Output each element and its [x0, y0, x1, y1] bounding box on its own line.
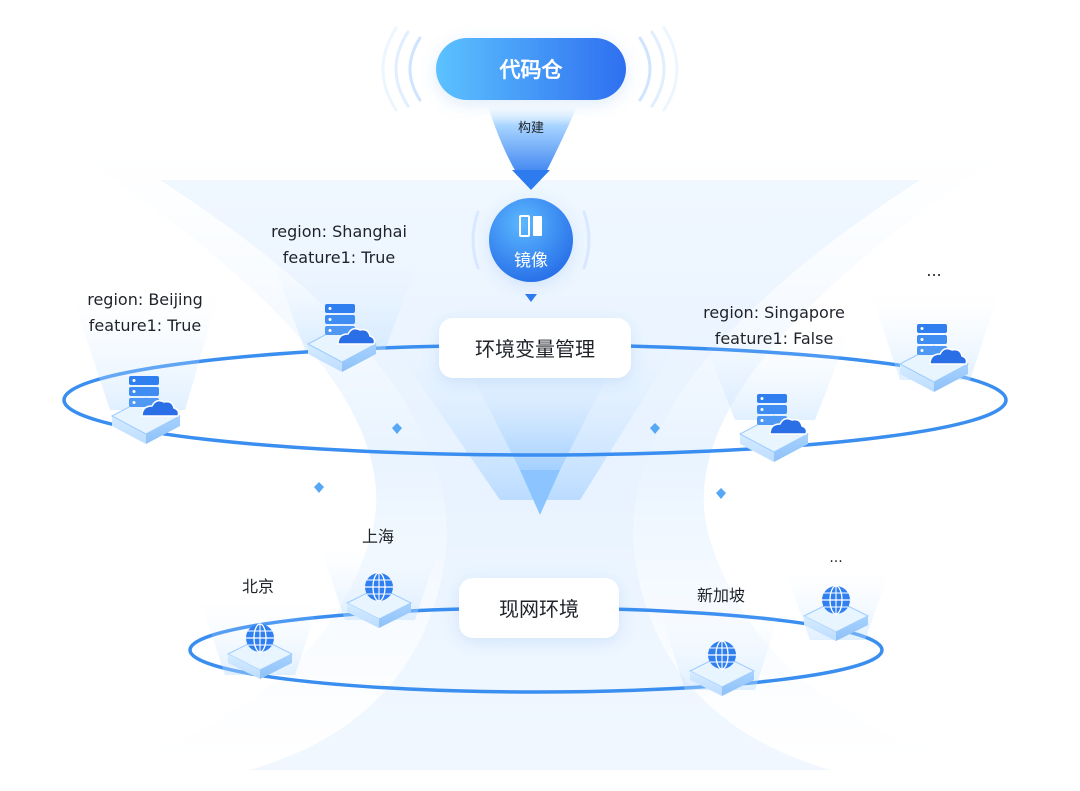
deploy-node: 新加坡 [660, 586, 780, 697]
production-env-label: 现网环境 [499, 597, 579, 621]
deploy-node-label: 北京 [242, 577, 274, 596]
image-node: 镜像 [471, 198, 591, 302]
config-node: region: Beijing feature1: True [70, 290, 220, 445]
config-node: region: Singapore feature1: False [700, 303, 850, 463]
env-var-management-label: 环境变量管理 [475, 337, 595, 361]
config-node-feature: feature1: True [89, 316, 201, 335]
repo-label: 代码仓 [499, 58, 564, 82]
config-node-feature: feature1: True [283, 248, 395, 267]
build-arrow: 构建 [486, 100, 580, 190]
deploy-node-label: 新加坡 [697, 586, 745, 605]
env-var-management-card: 环境变量管理 [439, 318, 631, 378]
config-node-region: region: Singapore [703, 303, 845, 322]
deploy-node: 上海 [320, 527, 440, 629]
deploy-node-label: ... [829, 550, 842, 566]
deploy-node: 北京 [200, 577, 320, 680]
config-node: region: Shanghai feature1: True [270, 222, 420, 373]
config-node-region: region: Shanghai [271, 222, 407, 241]
flow-markers [314, 423, 726, 499]
deploy-node: ... [785, 550, 890, 642]
repo-node: 代码仓 [381, 26, 679, 112]
config-node: ... [870, 261, 1000, 393]
production-env-card: 现网环境 [459, 578, 619, 638]
mirror-icon [519, 215, 542, 237]
config-node-region: region: Beijing [87, 290, 203, 309]
build-label: 构建 [518, 121, 544, 136]
config-node-region: ... [926, 261, 941, 280]
deploy-node-label: 上海 [362, 527, 394, 546]
image-label: 镜像 [514, 251, 548, 271]
deploy-arrow [465, 360, 615, 515]
config-node-feature: feature1: False [715, 329, 834, 348]
